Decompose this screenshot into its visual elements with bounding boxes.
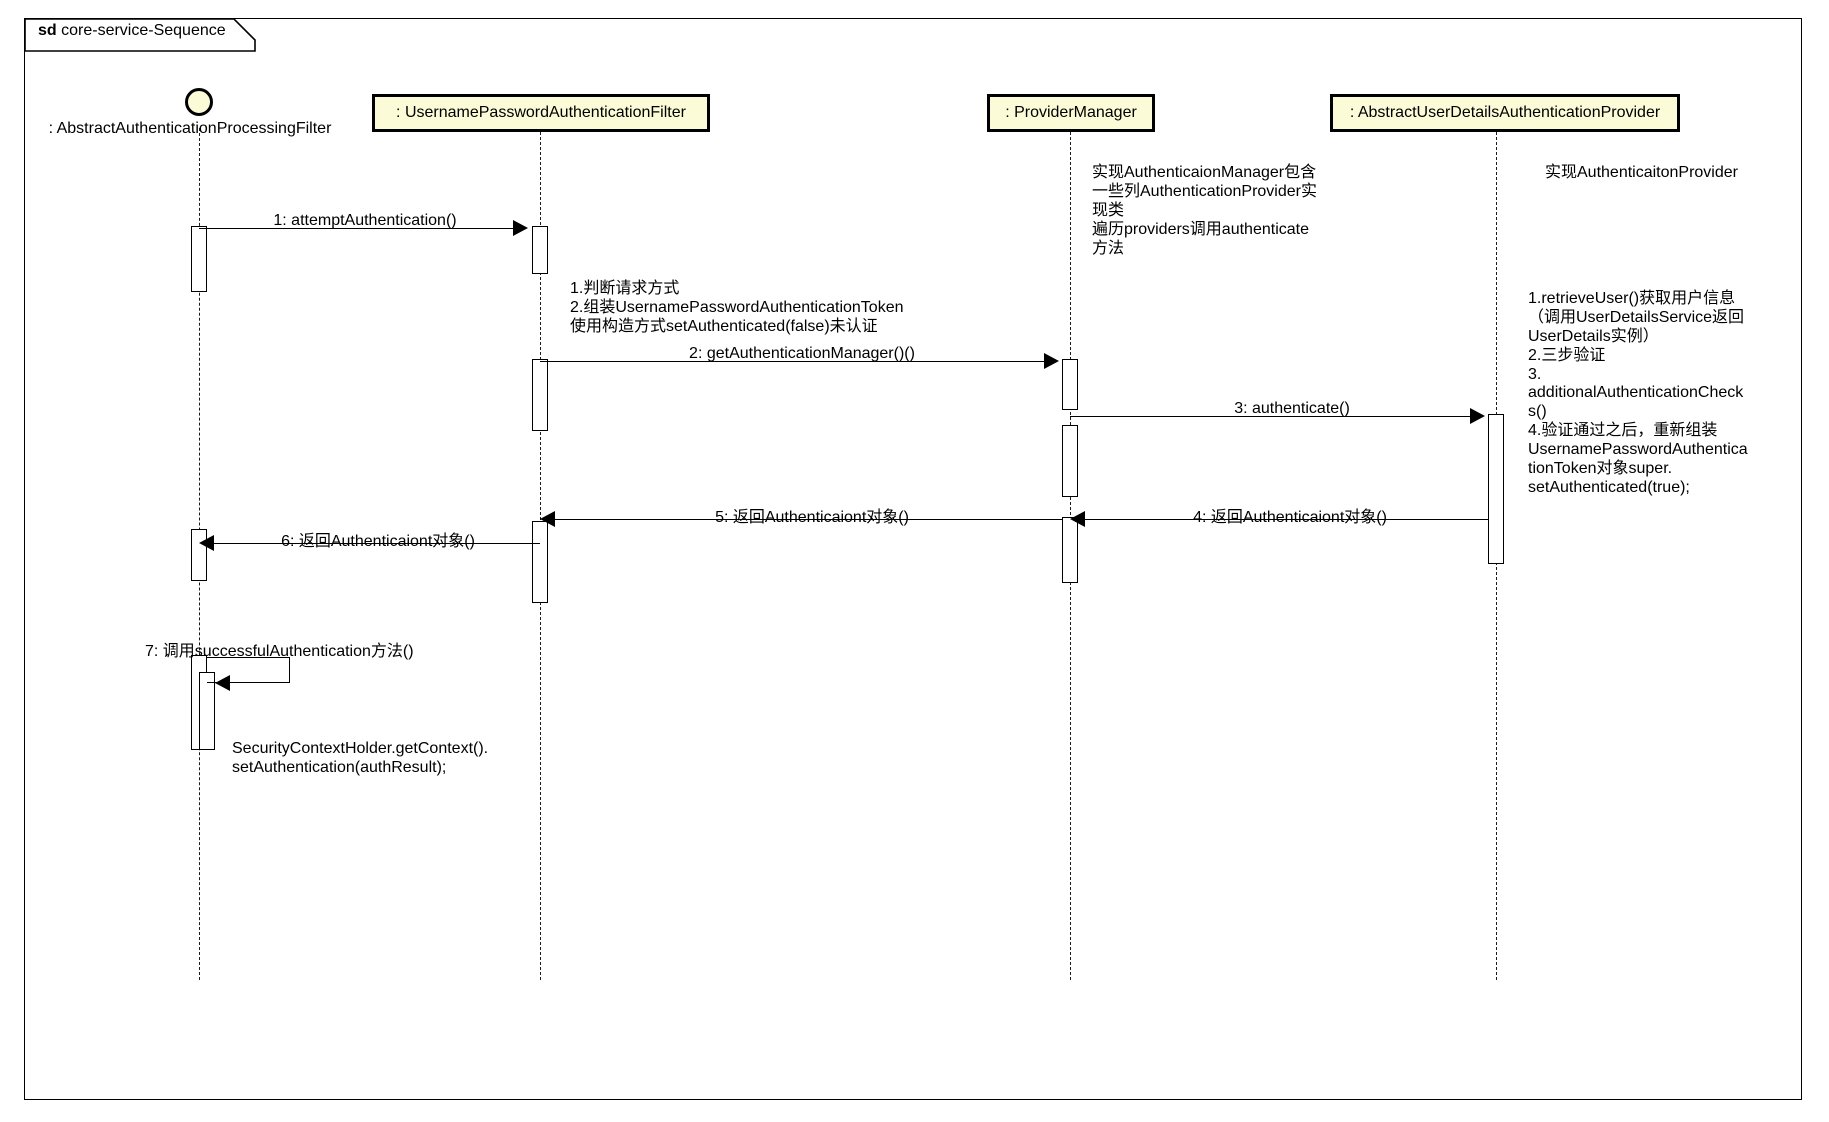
message-line-6[interactable] <box>213 543 540 544</box>
activation-actor-3-nested <box>199 672 215 750</box>
message-label-5: 5: 返回Authenticaiont对象() <box>715 509 909 526</box>
message-arrowhead-6 <box>199 535 214 551</box>
message-line-3[interactable] <box>1070 416 1472 417</box>
activation-filter-3 <box>532 521 548 603</box>
frame-name: core-service-Sequence <box>61 22 226 39</box>
message-label-4: 4: 返回Authenticaiont对象() <box>1193 509 1387 526</box>
activation-filter-2 <box>532 359 548 431</box>
activation-pm-2 <box>1062 425 1078 497</box>
message-arrowhead-7 <box>215 675 230 691</box>
activation-actor-1 <box>191 226 207 292</box>
note-filter-steps: 1.判断请求方式 2.组装UsernamePasswordAuthenticat… <box>570 280 904 335</box>
message-arrowhead-1 <box>513 220 528 236</box>
lifeline-label-filter: : UsernamePasswordAuthenticationFilter <box>396 104 686 121</box>
message-self-loop-7[interactable] <box>207 657 290 683</box>
frame-label: sd core-service-Sequence <box>38 22 226 40</box>
message-line-1[interactable] <box>199 228 515 229</box>
lifeline-head-filter[interactable]: : UsernamePasswordAuthenticationFilter <box>372 94 710 132</box>
activation-dp-1 <box>1488 414 1504 564</box>
lifeline-label-details-provider: : AbstractUserDetailsAuthenticationProvi… <box>1349 104 1661 121</box>
lifeline-label-actor: : AbstractAuthenticationProcessingFilter <box>48 120 332 137</box>
message-line-4[interactable] <box>1084 519 1488 520</box>
lifeline-head-details-provider[interactable]: : AbstractUserDetailsAuthenticationProvi… <box>1330 94 1680 132</box>
message-arrowhead-4 <box>1070 511 1085 527</box>
message-label-7: 7: 调用successfulAuthentication方法() <box>145 643 414 660</box>
lifeline-head-provider-manager[interactable]: : ProviderManager <box>987 94 1155 132</box>
message-label-2: 2: getAuthenticationManager()() <box>689 345 915 362</box>
message-arrowhead-2 <box>1044 353 1059 369</box>
message-line-5[interactable] <box>554 519 1062 520</box>
note-provider-manager: 实现AuthenticaionManager包含 一些列Authenticati… <box>1092 164 1317 257</box>
message-line-2[interactable] <box>540 361 1046 362</box>
actor-icon <box>185 88 213 116</box>
message-arrowhead-3 <box>1470 408 1485 424</box>
activation-pm-1 <box>1062 359 1078 410</box>
frame-tab-shape <box>24 18 256 52</box>
message-arrowhead-5 <box>540 511 555 527</box>
note-details-provider-steps: 1.retrieveUser()获取用户信息 （调用UserDetailsSer… <box>1528 290 1748 496</box>
activation-filter-1 <box>532 226 548 274</box>
sd-frame <box>24 18 1802 1100</box>
message-label-1: 1: attemptAuthentication() <box>273 212 457 229</box>
frame-keyword: sd <box>38 22 57 39</box>
message-label-6: 6: 返回Authenticaiont对象() <box>281 533 475 550</box>
message-label-3: 3: authenticate() <box>1234 400 1350 417</box>
note-details-provider: 实现AuthenticaitonProvider <box>1545 164 1738 181</box>
note-actor-context: SecurityContextHolder.getContext(). setA… <box>232 740 489 776</box>
lifeline-label-provider-manager: : ProviderManager <box>1005 104 1137 121</box>
